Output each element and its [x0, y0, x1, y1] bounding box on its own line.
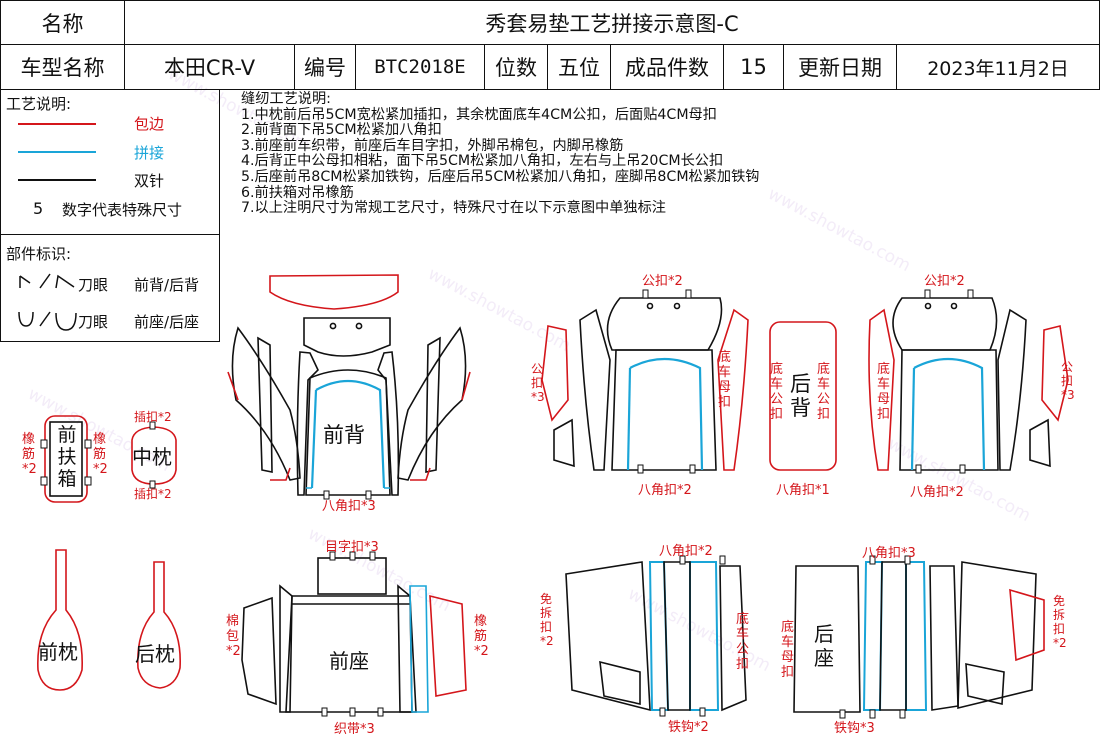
- front-seat-top-note: 目字扣*3: [325, 540, 379, 555]
- legend-label-join: 拼接: [134, 144, 165, 162]
- rear-back-bottom-left-note: 八角扣*2: [638, 483, 692, 498]
- armrest-left-note: 橡筋*2: [22, 432, 37, 477]
- armrest-label: 前 扶 箱: [55, 424, 79, 490]
- rear-seat-pieces: [565, 561, 1045, 713]
- parts-row2-mark: 刀眼: [78, 313, 109, 331]
- front-back-pieces: [227, 274, 471, 496]
- date-label: 更新日期: [783, 44, 897, 90]
- rear-back-top-right-note: 公扣*2: [924, 274, 965, 289]
- seats-label: 位数: [484, 44, 548, 90]
- note-line: 6.前扶箱对吊橡筋: [241, 184, 354, 201]
- code-label: 编号: [294, 44, 356, 90]
- mid-pillow-bottom-note: 插扣*2: [134, 487, 172, 501]
- front-seat-cotton-note: 棉包*2: [226, 614, 241, 659]
- legend-size-text: 数字代表特殊尺寸: [62, 201, 183, 219]
- front-seat-bottom-note: 织带*3: [334, 722, 375, 734]
- parts-row2-text: 前座/后座: [134, 313, 200, 331]
- front-pillow-label: 前枕: [38, 640, 78, 664]
- parts-legend-box: [0, 234, 220, 342]
- armrest-char: 箱: [57, 468, 77, 490]
- note-line: 3.前座前车织带，前座后车目字扣，外脚吊棉包，内脚吊橡筋: [241, 137, 624, 154]
- rear-seat-top-left-note: 八角扣*2: [659, 544, 713, 559]
- rear-seat-hook-right-note: 铁钩*3: [834, 721, 875, 734]
- notch-icons-seat: [18, 311, 77, 331]
- parts-row1-text: 前背/后背: [134, 276, 200, 294]
- rear-back-mother-note: 底车母扣: [718, 350, 732, 410]
- rear-seat-top-right-note: 八角扣*3: [862, 546, 916, 561]
- rear-seat-label: 后座: [814, 622, 834, 670]
- parts-legend-title: 部件标识:: [6, 245, 72, 263]
- note-line: 1.中枕前后吊5CM宽松紧加插扣，其余枕面底车4CM公扣，后面贴4CM母扣: [241, 106, 717, 123]
- rear-back-bottom-right-note: 八角扣*2: [910, 485, 964, 500]
- legend-title: 工艺说明:: [6, 95, 72, 113]
- note-line: 7.以上注明尺寸为常规工艺尺寸，特殊尺寸在以下示意图中单独标注: [241, 200, 666, 217]
- note-line: 2.前背面下吊5CM松紧加八角扣: [241, 122, 442, 139]
- rear-back-bottom-mid-note: 八角扣*1: [776, 483, 830, 498]
- mid-pillow-label: 中枕: [132, 445, 172, 469]
- notch-icons-back: [19, 273, 75, 289]
- sewing-notes: 缝纫工艺说明: 1.中枕前后吊5CM宽松紧加插扣，其余枕面底车4CM公扣，后面贴…: [241, 91, 760, 217]
- rear-seat-male-note: 底车公扣: [736, 612, 750, 672]
- pieces-label: 成品件数: [610, 44, 724, 90]
- front-back-label: 前背: [323, 423, 365, 447]
- front-seat-label: 前座: [329, 649, 369, 673]
- front-seat-pieces: [241, 557, 467, 713]
- armrest-piece: [40, 415, 92, 503]
- legend-label-hem: 包边: [134, 115, 165, 133]
- legend-size-number: 5: [33, 199, 44, 218]
- note-line: 4.后背正中公母扣相粘，面下吊5CM松紧加八角扣，左右与上吊20CM长公扣: [241, 153, 724, 170]
- mid-pillow-piece: [131, 421, 177, 489]
- rear-back-top-left-note: 公扣*2: [642, 274, 683, 289]
- rear-back-pieces: [541, 297, 1069, 471]
- rear-seat-mother-note: 底车母扣: [781, 620, 795, 680]
- armrest-char: 前: [57, 424, 77, 446]
- clip-marks: [321, 289, 974, 719]
- rear-seat-free-right-note: 免拆扣*2: [1053, 594, 1067, 650]
- rear-back-male-left-note: 底车公扣: [770, 362, 784, 422]
- model-label: 车型名称: [0, 44, 125, 90]
- note-line: 5.后座前吊8CM松紧加铁钩，后座后吊5CM松紧加八角扣，座脚吊8CM松紧加铁钩: [241, 168, 760, 185]
- parts-row1-mark: 刀眼: [78, 276, 109, 294]
- front-back-bottom-note: 八角扣*3: [322, 499, 376, 514]
- rear-back-left-side-note: 公扣*3: [531, 362, 545, 404]
- rear-back-right-side-note: 公扣*3: [1061, 360, 1075, 402]
- rear-back-male-right-note: 底车公扣: [817, 362, 831, 422]
- pillow-pieces: [37, 549, 181, 691]
- rear-back-mother-right-note: 底车母扣: [877, 362, 891, 422]
- rear-pillow-label: 后枕: [135, 642, 175, 666]
- notes-title: 缝纫工艺说明:: [241, 91, 331, 107]
- rear-seat-free-left-note: 免拆扣*2: [540, 592, 554, 648]
- legend-label-double: 双针: [134, 172, 165, 190]
- mid-pillow-top-note: 插扣*2: [134, 410, 172, 424]
- armrest-char: 扶: [57, 446, 77, 468]
- front-seat-elastic-note: 橡筋*2: [474, 614, 489, 659]
- armrest-right-note: 橡筋*2: [93, 432, 108, 477]
- rear-back-label: 后背: [790, 372, 811, 420]
- rear-seat-hook-left-note: 铁钩*2: [668, 720, 709, 734]
